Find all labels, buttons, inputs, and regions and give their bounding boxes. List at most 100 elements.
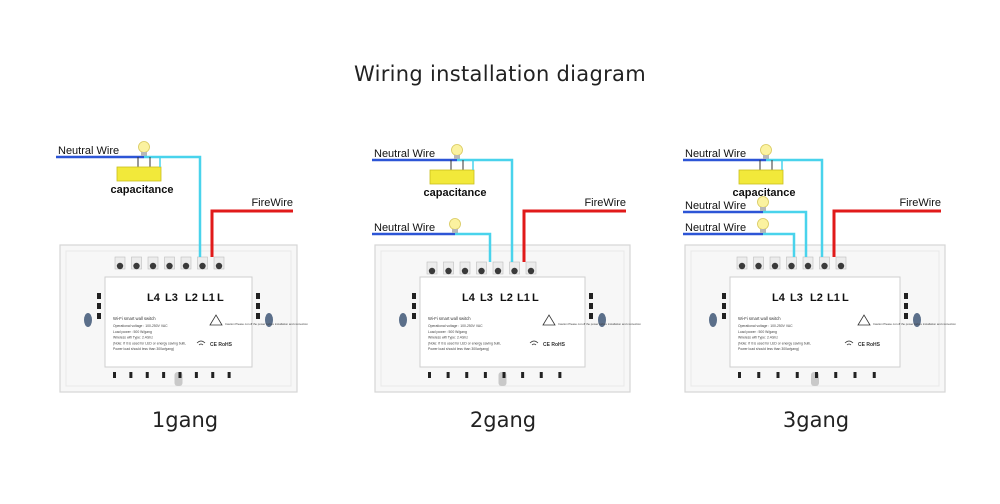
module-cert-text: CE RoHS: [858, 342, 881, 348]
module-warning-text: Caution Please cut off the power before …: [558, 322, 641, 326]
vent: [872, 372, 876, 378]
gang-label-3: 3gang: [782, 408, 850, 432]
wifi-icon: [196, 340, 206, 346]
vent: [904, 303, 908, 309]
module-spec-line: Power load should less than 300w/gang): [738, 347, 799, 351]
load-wire: [763, 232, 796, 257]
terminal-screw: [215, 262, 223, 270]
terminal-screw: [461, 267, 469, 275]
terminal-screw: [116, 262, 124, 270]
capacitance-label: capacitance: [733, 187, 796, 199]
vent: [853, 372, 857, 378]
vent: [539, 372, 543, 378]
terminal-screw: [182, 262, 190, 270]
vent: [113, 372, 116, 378]
screw-hole: [84, 313, 92, 327]
fire-wire-label: FireWire: [251, 197, 293, 209]
module-spec-line: (Note: If it is used for LED or energy s…: [113, 341, 186, 345]
load-wire: [144, 155, 202, 257]
terminal-label-l1: L1: [827, 292, 840, 304]
terminal-label-l3: L3: [165, 292, 178, 304]
vent: [145, 372, 149, 378]
vent: [722, 303, 726, 309]
terminal-screw: [788, 262, 795, 270]
gang-label-1: 1gang: [151, 408, 219, 432]
vent: [97, 293, 101, 299]
vent: [178, 372, 182, 378]
light-bulb-icon: [757, 196, 769, 211]
load-wire: [457, 158, 514, 262]
terminal-label-l2: L2: [810, 292, 823, 304]
capacitor-icon: [429, 160, 475, 185]
vent: [412, 303, 416, 309]
module-warning-text: Caution Please cut off the power before …: [873, 322, 956, 326]
neutral-wire-label: Neutral Wire: [685, 222, 746, 234]
module-spec-line: (Note: If it is used for LED or energy s…: [738, 341, 811, 345]
terminal-screw: [133, 262, 140, 270]
screw-hole: [598, 313, 606, 327]
vent: [558, 372, 562, 378]
light-bulb-icon: [760, 144, 772, 159]
module-spec-line: Operational voltage : 100-250V VAC: [428, 324, 483, 328]
vent: [589, 313, 593, 319]
module-spec-line: (Note: If it is used for LED or energy s…: [428, 341, 501, 345]
terminal-screw: [771, 262, 779, 270]
terminal-screw: [445, 267, 452, 275]
vent: [256, 303, 260, 309]
fire-wire-label: FireWire: [899, 197, 941, 209]
vent: [194, 372, 198, 378]
vent: [97, 313, 101, 319]
terminal-label-l1: L1: [202, 292, 215, 304]
module-spec-line: Operational voltage : 100-250V VAC: [113, 324, 168, 328]
load-wire: [766, 158, 824, 257]
switch-module: [104, 276, 253, 368]
module-product-name: Wi-Fi smart wall switch: [113, 316, 156, 321]
fire-wire: [832, 209, 941, 257]
vent: [256, 313, 260, 319]
module-product-name: Wi-Fi smart wall switch: [738, 316, 781, 321]
capacitance-label: capacitance: [424, 187, 487, 199]
light-bulb-icon: [138, 141, 150, 156]
vent: [465, 372, 469, 378]
vent: [256, 293, 260, 299]
terminal-screw: [428, 267, 436, 275]
terminal-label-l: L: [532, 292, 539, 304]
module-cert-text: CE RoHS: [210, 342, 233, 348]
wifi-icon: [529, 340, 539, 346]
fire-wire: [522, 209, 626, 262]
terminal-screw: [804, 262, 812, 270]
module-spec-line: Power load should less than 300w/gang): [113, 347, 174, 351]
light-bulb-icon: [451, 144, 463, 159]
vent: [795, 372, 799, 378]
switch-module: [729, 276, 901, 368]
warning-icon: [857, 314, 871, 326]
terminal-screw: [199, 262, 206, 270]
terminal-label-l4: L4: [462, 292, 476, 304]
terminal-label-l2: L2: [185, 292, 198, 304]
terminal-screw: [755, 262, 762, 270]
light-bulb-icon: [757, 218, 769, 233]
load-wire: [763, 210, 808, 257]
module-spec-line: Wireless wifi Type: 2.4Ghz: [428, 336, 468, 340]
vent: [738, 372, 741, 378]
module-spec-line: Load power : 500 W/gang: [113, 330, 152, 334]
screw-hole: [913, 313, 921, 327]
module-spec-line: Load power : 500 W/gang: [428, 330, 467, 334]
module-spec-line: Load power : 500 W/gang: [738, 330, 777, 334]
terminal-screw: [494, 267, 502, 275]
vent: [521, 372, 525, 378]
module-spec-line: Wireless wifi Type: 2.4Ghz: [113, 336, 153, 340]
switch-module: [419, 276, 586, 368]
vent: [162, 372, 166, 378]
capacitance-label: capacitance: [111, 184, 174, 196]
neutral-wire-label: Neutral Wire: [58, 145, 119, 157]
terminal-label-l2: L2: [500, 292, 513, 304]
terminal-label-l: L: [217, 292, 224, 304]
terminal-screw: [821, 262, 828, 270]
vent: [904, 293, 908, 299]
terminal-label-l: L: [842, 292, 849, 304]
warning-icon: [209, 314, 223, 326]
